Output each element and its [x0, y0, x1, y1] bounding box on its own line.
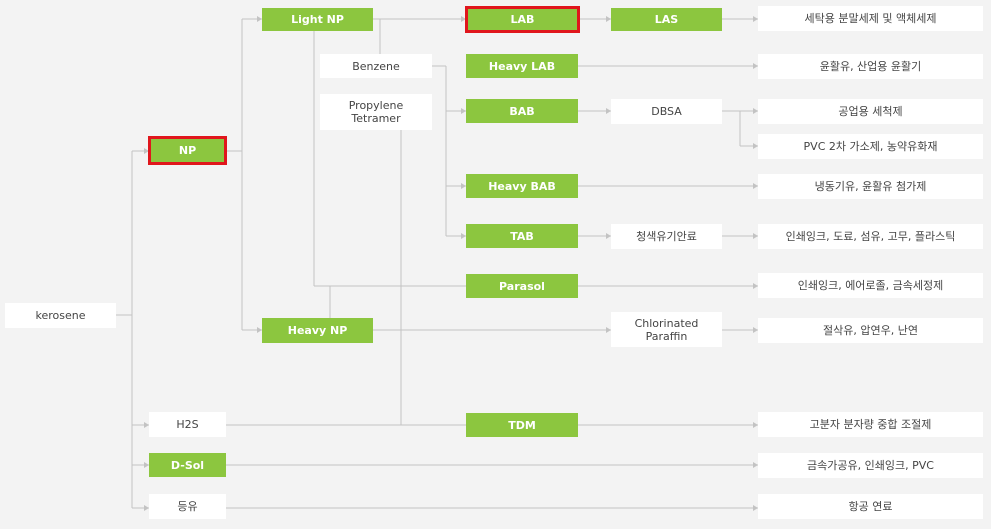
node-blue-pigment: 청색유기안료 — [611, 224, 722, 249]
node-benzene: Benzene — [320, 54, 432, 78]
product-heavy-lab: 윤활유, 산업용 윤활기 — [758, 54, 983, 79]
node-dbsa: DBSA — [611, 99, 722, 124]
product-d-sol: 금속가공유, 인쇄잉크, PVC — [758, 453, 983, 478]
product-kerosene-kr: 항공 연료 — [758, 494, 983, 519]
node-lab: LAB — [465, 6, 580, 33]
product-tdm: 고분자 분자량 중합 조절제 — [758, 412, 983, 437]
node-chlorinated-paraffin: Chlorinated Paraffin — [611, 312, 722, 347]
product-tab: 인쇄잉크, 도료, 섬유, 고무, 플라스틱 — [758, 224, 983, 249]
node-np: NP — [148, 136, 227, 165]
node-heavy-lab: Heavy LAB — [466, 54, 578, 78]
product-las: 세탁용 분말세제 및 액체세제 — [758, 6, 983, 31]
product-parasol: 인쇄잉크, 에어로졸, 금속세정제 — [758, 273, 983, 298]
node-propylene-tetramer: Propylene Tetramer — [320, 94, 432, 130]
node-heavy-np: Heavy NP — [262, 318, 373, 343]
node-las: LAS — [611, 8, 722, 31]
node-bab: BAB — [466, 99, 578, 123]
product-dbsa-plasticizer: PVC 2차 가소제, 농약유화재 — [758, 134, 983, 159]
node-d-sol: D-Sol — [149, 453, 226, 477]
node-parasol: Parasol — [466, 274, 578, 298]
node-heavy-bab: Heavy BAB — [466, 174, 578, 198]
product-dbsa-cleaner: 공업용 세척제 — [758, 99, 983, 124]
node-tab: TAB — [466, 224, 578, 248]
node-tdm: TDM — [466, 413, 578, 437]
node-kerosene-kr: 등유 — [149, 494, 226, 519]
node-h2s: H2S — [149, 412, 226, 437]
node-light-np: Light NP — [262, 8, 373, 31]
product-chlorinated-paraffin: 절삭유, 압연우, 난연 — [758, 318, 983, 343]
product-heavy-bab: 냉동기유, 윤활유 첨가제 — [758, 174, 983, 199]
node-kerosene: kerosene — [5, 303, 116, 328]
